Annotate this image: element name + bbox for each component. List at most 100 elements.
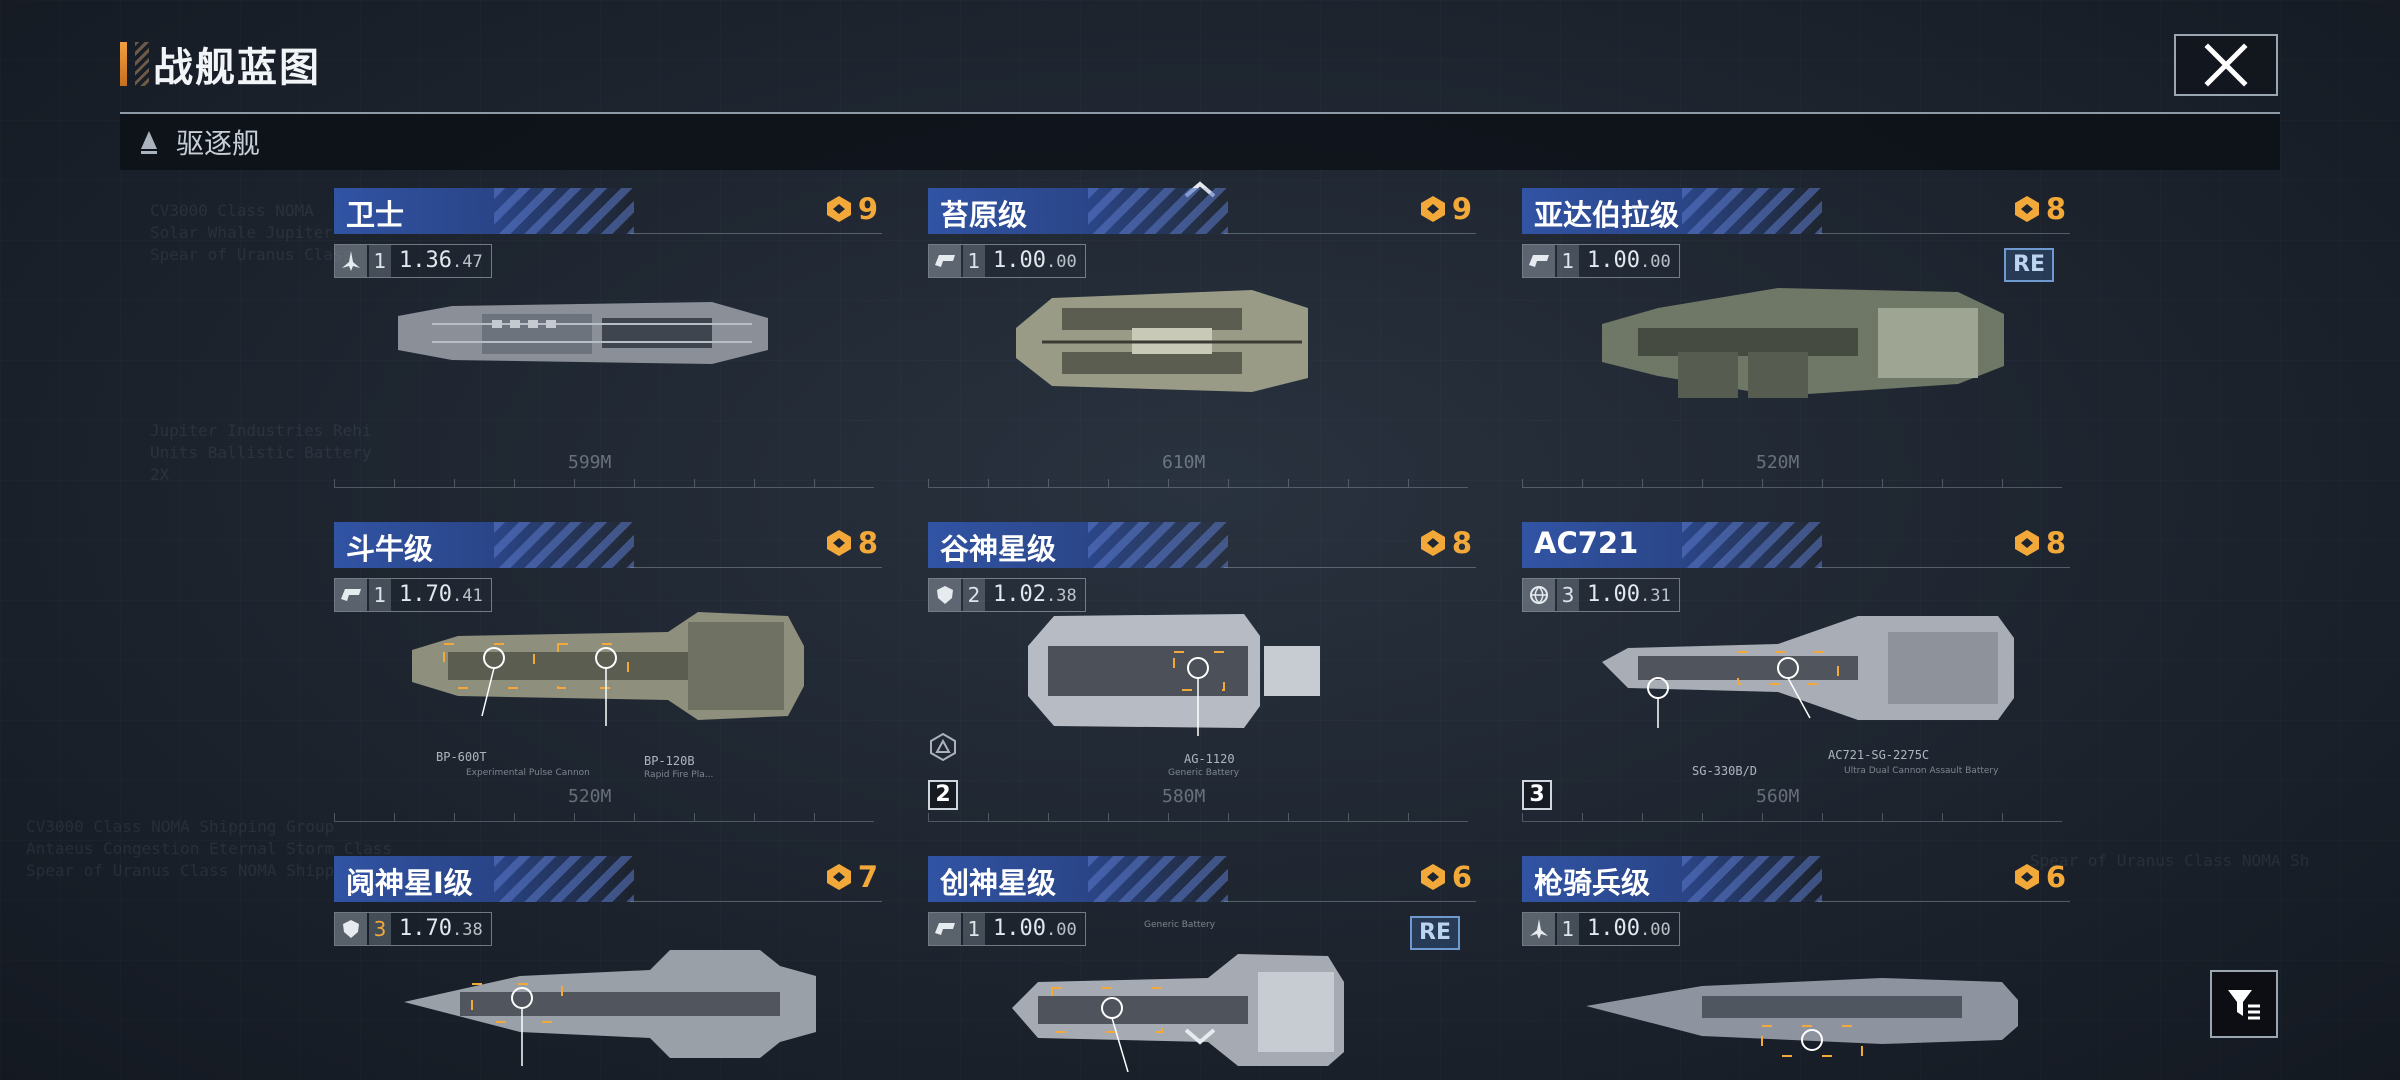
ratio-sub: .41 [451, 585, 483, 606]
card-header: 创神星级 [928, 856, 1228, 902]
ship-level: 3 [369, 913, 391, 945]
ship-rank: 8 [2012, 526, 2066, 560]
ship-name: 斗牛级 [346, 532, 434, 566]
weapon-desc: Experimental Pulse Cannon [466, 768, 590, 778]
category-bar[interactable]: 驱逐舰 [120, 114, 2280, 170]
rank-badge-icon [2014, 196, 2039, 222]
card-header: 苔原级 [928, 188, 1228, 234]
card-divider [1224, 233, 1476, 234]
ship-card[interactable]: 创神星级 6 1 1.00.00 RE Generic Battery [928, 856, 1476, 1080]
re-badge: RE [1410, 916, 1460, 950]
ship-stat: 3 1.00.31 [1522, 578, 1680, 612]
ship-image [398, 302, 768, 364]
rank-value: 8 [2045, 526, 2066, 560]
ship-card[interactable]: 枪骑兵级 6 1 1.00.00 [1522, 856, 2070, 1080]
frigate-icon [335, 579, 367, 611]
ship-level: 1 [963, 913, 985, 945]
background-text: Spear of Uranus Class NOMA Sh [2030, 851, 2310, 870]
rank-badge-icon [826, 196, 851, 222]
ship-card[interactable]: 谷神星级 8 2 1.02.38 AG-1120 Generic Battery… [928, 522, 1476, 822]
card-header: 枪骑兵级 [1522, 856, 1822, 902]
filter-button[interactable] [2210, 970, 2278, 1038]
ratio-sub: .31 [1639, 585, 1671, 606]
ratio-sub: .00 [1045, 251, 1077, 272]
ratio-main: 1.00 [1587, 581, 1640, 607]
ship-image [1016, 290, 1308, 392]
ship-length: 610M [1162, 452, 1206, 473]
frigate-icon [1523, 245, 1555, 277]
scale-ruler [1522, 476, 2062, 488]
close-icon [2204, 43, 2248, 87]
ship-ratio: 1.00.00 [985, 245, 1085, 278]
ship-card[interactable]: 苔原级 9 1 1.00.00 610M [928, 188, 1476, 488]
ratio-main: 1.36 [399, 247, 452, 273]
weapon-code: BP-600T [436, 750, 487, 764]
ship-card[interactable]: 阋神星I级 7 3 1.70.38 [334, 856, 882, 1080]
slot-count-badge: 2 [928, 780, 958, 810]
weapon-code: AC721-SG-2275C [1828, 748, 1930, 762]
frigate-icon [929, 913, 961, 945]
ship-image [1012, 954, 1344, 1072]
rank-value: 6 [2045, 860, 2066, 894]
ship-name: AC721 [1534, 526, 1639, 560]
globe-icon [1523, 579, 1555, 611]
ship-rank: 9 [1418, 192, 1472, 226]
ship-name: 卫士 [346, 198, 405, 232]
ship-card[interactable]: 卫士 9 1 1.36.47 599M [334, 188, 882, 488]
ship-ratio: 1.00.31 [1579, 579, 1679, 612]
ship-stat: 1 1.00.00 [928, 244, 1086, 278]
ship-stat: 1 1.00.00 [928, 912, 1086, 946]
background-text: Jupiter Industries Rehi Units Ballistic … [150, 421, 372, 484]
ship-ratio: 1.02.38 [985, 579, 1085, 612]
ship-card[interactable]: 亚达伯拉级 8 1 1.00.00 RE 520M [1522, 188, 2070, 488]
fighter-icon [1523, 913, 1555, 945]
scale-ruler [928, 476, 1468, 488]
ship-length: 520M [568, 786, 612, 807]
frigate-icon [929, 245, 961, 277]
ship-level: 3 [1557, 579, 1579, 611]
header-divider [120, 112, 2280, 114]
ship-rank: 8 [1418, 526, 1472, 560]
ship-stat: 3 1.70.38 [334, 912, 492, 946]
weapon-code: AG-1120 [1184, 752, 1235, 766]
rank-badge-icon [826, 864, 851, 890]
ship-image [412, 612, 804, 726]
re-badge: RE [2004, 248, 2054, 282]
weapon-code: SG-330B/D [1692, 764, 1758, 778]
ship-length: 520M [1756, 452, 1800, 473]
ship-ratio: 1.36.47 [391, 245, 491, 278]
ratio-main: 1.00 [1587, 247, 1640, 273]
ratio-sub: .38 [1045, 585, 1077, 606]
scale-ruler [334, 810, 874, 822]
rank-value: 6 [1451, 860, 1472, 894]
hexagon-triangle-icon [930, 732, 956, 762]
weapon-desc: Generic Battery [1168, 768, 1240, 778]
filter-icon [2228, 990, 2260, 1020]
scroll-down-chevron-icon[interactable] [1182, 1024, 1218, 1048]
ratio-main: 1.70 [399, 581, 452, 607]
ship-image [1602, 288, 2004, 398]
ship-rank: 6 [1418, 860, 1472, 894]
ship-name: 谷神星级 [940, 532, 1057, 566]
ship-level: 1 [369, 245, 391, 277]
ship-name: 亚达伯拉级 [1534, 198, 1680, 232]
ship-name: 苔原级 [940, 198, 1028, 232]
rank-badge-icon [2014, 530, 2039, 556]
ship-name: 阋神星I级 [346, 866, 473, 900]
rank-value: 9 [1451, 192, 1472, 226]
rank-value: 7 [857, 860, 878, 894]
close-button[interactable] [2174, 34, 2278, 96]
ratio-main: 1.02 [993, 581, 1046, 607]
ship-ratio: 1.00.00 [985, 913, 1085, 946]
rank-badge-icon [826, 530, 851, 556]
ship-rank: 9 [824, 192, 878, 226]
ship-card[interactable]: AC721 8 3 1.00.31 SG-330B/D AC721-SG-227… [1522, 522, 2070, 822]
card-divider [630, 901, 882, 902]
ratio-main: 1.00 [1587, 915, 1640, 941]
shield-icon [929, 579, 961, 611]
destroyer-class-icon [134, 127, 164, 157]
ship-rank: 8 [2012, 192, 2066, 226]
card-divider [1224, 901, 1476, 902]
ship-card[interactable]: 斗牛级 8 1 1.70.41 BP-600T Experimental Pul… [334, 522, 882, 822]
ship-stat: 1 1.36.47 [334, 244, 492, 278]
